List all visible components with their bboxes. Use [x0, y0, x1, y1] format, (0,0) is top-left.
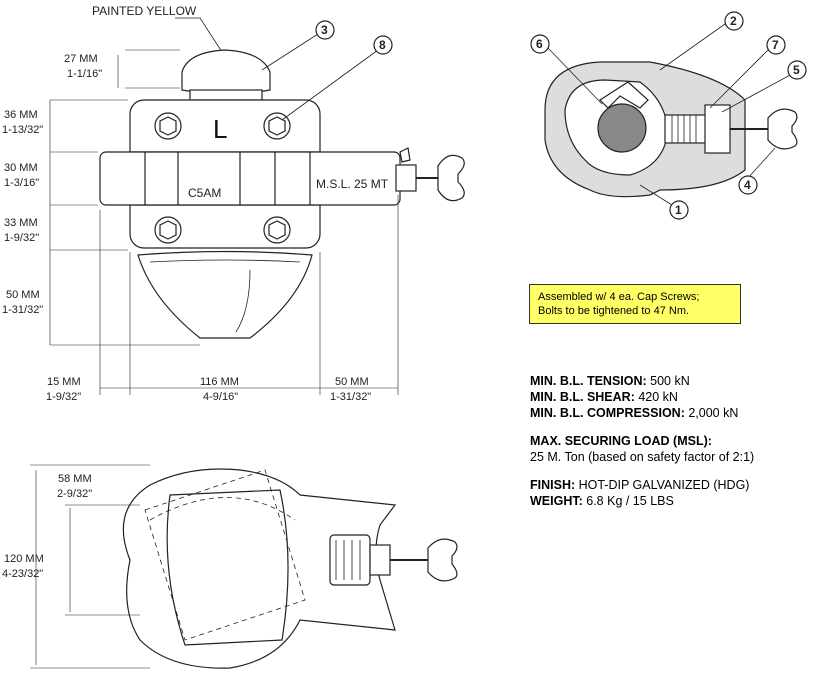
- dim-15mm-inch: 1-9/32": [46, 391, 81, 403]
- section-core: [597, 103, 647, 153]
- bolt-bottom-left: [154, 216, 182, 244]
- dim-33mm-inch: 1-9/32": [4, 232, 39, 244]
- dim-50mm-left: 50 MM: [6, 289, 40, 301]
- top-view-handle: [427, 538, 458, 582]
- callout-2-number: 2: [730, 14, 737, 28]
- spec-tension: MIN. B.L. TENSION: 500 kN: [530, 374, 690, 388]
- dim-116mm: 116 MM: [200, 376, 239, 388]
- callout-7: [766, 35, 786, 55]
- callout-1: [669, 200, 689, 220]
- painted-yellow-label: PAINTED YELLOW: [92, 4, 197, 18]
- dim-116mm-inch: 4-9/16": [203, 391, 238, 403]
- top-cap: [181, 49, 271, 95]
- note-line-1: Assembled w/ 4 ea. Cap Screws;: [538, 291, 700, 303]
- spec-msl-label: MAX. SECURING LOAD (MSL):: [530, 434, 712, 448]
- callout-8: [281, 35, 393, 121]
- specifications: MIN. B.L. TENSION: 500 kN MIN. B.L. SHEA…: [530, 373, 815, 509]
- callout-4-number: 4: [744, 178, 751, 192]
- note-line-2: Bolts to be tightened to 47 Nm.: [538, 305, 690, 317]
- callout-5: [787, 60, 807, 80]
- dim-58mm-inch: 2-9/32": [57, 488, 92, 500]
- callout-3: [261, 20, 335, 71]
- spec-weight: WEIGHT: 6.8 Kg / 15 LBS: [530, 494, 674, 508]
- spec-finish: FINISH: HOT-DIP GALVANIZED (HDG): [530, 478, 750, 492]
- callout-3-number: 3: [321, 23, 328, 37]
- section-handle: [767, 108, 798, 150]
- dim-27mm-inch: 1-1/16": [67, 68, 102, 80]
- dim-58mm: 58 MM: [58, 473, 92, 485]
- dim-36mm: 36 MM: [4, 109, 38, 121]
- front-handle: [437, 154, 465, 202]
- spec-shear: MIN. B.L. SHEAR: 420 kN: [530, 390, 678, 404]
- bolt-bottom-right: [263, 216, 291, 244]
- bottom-cone: [137, 250, 313, 339]
- callout-6: [530, 34, 550, 54]
- top-view: [30, 464, 458, 669]
- callout-5-number: 5: [793, 63, 800, 77]
- dim-50mm-left-inch: 1-31/32": [2, 304, 43, 316]
- spec-compression: MIN. B.L. COMPRESSION: 2,000 kN: [530, 406, 739, 420]
- dim-36mm-inch: 1-13/32": [2, 124, 43, 136]
- dim-120mm: 120 MM: [4, 553, 44, 565]
- front-view: PAINTED YELLOW: [49, 4, 465, 395]
- dim-30mm-inch: 1-3/16": [4, 177, 39, 189]
- dim-15mm: 15 MM: [47, 376, 81, 388]
- callout-7-number: 7: [772, 38, 779, 52]
- model-text: C5AM: [188, 186, 221, 200]
- callout-8-number: 8: [379, 38, 386, 52]
- callout-4: [738, 175, 758, 195]
- callout-6-number: 6: [536, 37, 543, 51]
- assembly-note: Assembled w/ 4 ea. Cap Screws; Bolts to …: [529, 284, 741, 324]
- spec-msl-value: 25 M. Ton (based on safety factor of 2:1…: [530, 450, 755, 464]
- top-view-cap-dashed: [144, 469, 306, 641]
- callout-2: [724, 11, 744, 31]
- dim-33mm: 33 MM: [4, 217, 38, 229]
- dim-120mm-inch: 4-23/32": [2, 568, 43, 580]
- msl-text: M.S.L. 25 MT: [316, 177, 389, 191]
- bolt-top-right: [263, 112, 291, 140]
- body-letter: L: [213, 114, 227, 144]
- bolt-top-left: [154, 112, 182, 140]
- dim-30mm: 30 MM: [4, 162, 38, 174]
- dim-27mm: 27 MM: [64, 53, 98, 65]
- callout-1-number: 1: [675, 203, 682, 217]
- dim-50mm-right-inch: 1-31/32": [330, 391, 371, 403]
- section-view: [530, 11, 807, 220]
- dim-50mm-right: 50 MM: [335, 376, 369, 388]
